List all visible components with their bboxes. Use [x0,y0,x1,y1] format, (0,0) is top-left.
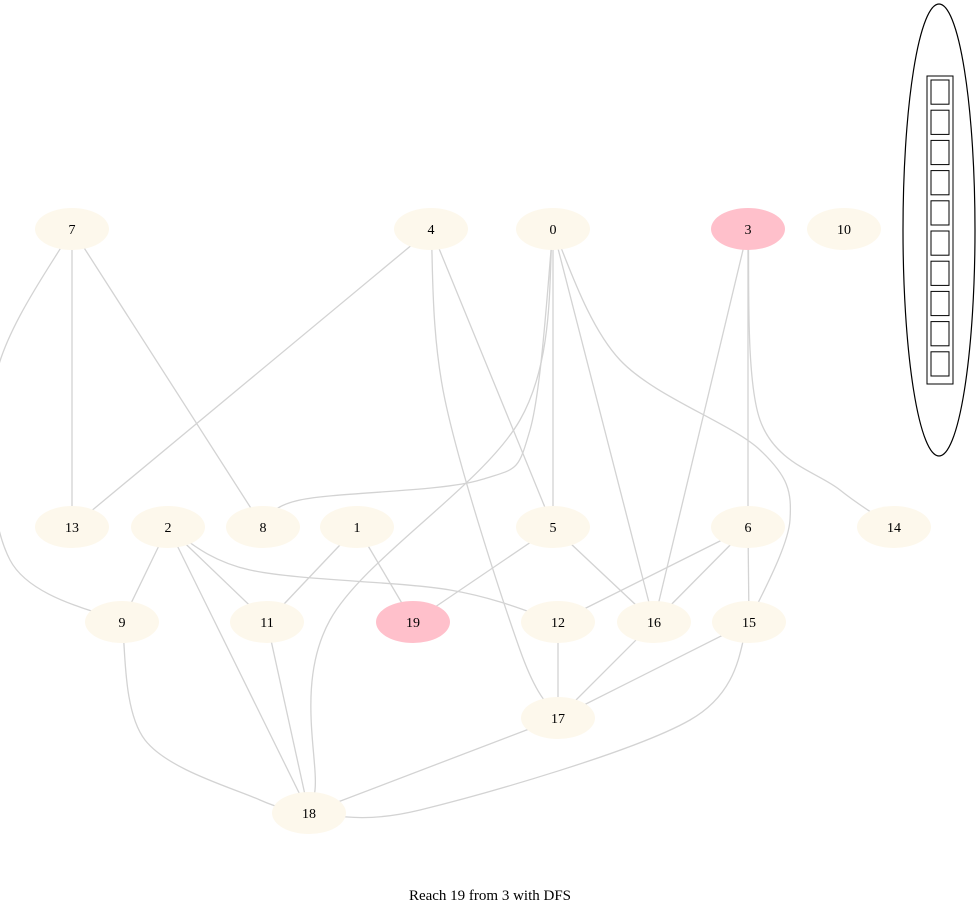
edge-9-18 [121,621,310,814]
node-10-shape [807,208,881,250]
node-4-label: 4 [428,223,435,238]
node-16[interactable]: 16 [617,601,691,643]
node-11[interactable]: 11 [230,601,304,643]
node-6[interactable]: 6 [711,506,785,548]
edge-7-8 [71,228,264,528]
node-16-shape [617,601,691,643]
edge-0-8 [262,228,554,528]
node-18[interactable]: 18 [272,792,346,834]
node-10[interactable]: 10 [807,208,881,250]
node-16-label: 16 [647,616,661,631]
node-2[interactable]: 2 [131,506,205,548]
node-6-label: 6 [745,521,752,536]
node-2-shape [131,506,205,548]
node-0-label: 0 [550,223,557,238]
node-5-shape [516,506,590,548]
edge-2-18 [167,526,310,814]
node-8-shape [226,506,300,548]
node-8-label: 8 [260,521,267,536]
edge-3-16 [653,228,749,623]
edge-7-9 [0,228,123,623]
stack-cell [930,290,950,317]
node-7-label: 7 [69,223,76,238]
stack-cell [930,200,950,226]
node-12-shape [521,601,595,643]
node-10-label: 10 [837,223,851,238]
node-2-label: 2 [165,521,172,536]
stack-cell [930,79,950,105]
edge-15-18 [308,621,750,819]
stack-cell [930,351,950,377]
edge-6-12 [557,526,749,623]
node-12-label: 12 [551,616,565,631]
node-14-shape [857,506,931,548]
stack-frame [926,75,954,385]
node-9-label: 9 [119,616,126,631]
stack-cell [930,321,950,347]
node-19-shape [376,601,450,643]
node-7-shape [35,208,109,250]
node-4-shape [394,208,468,250]
node-4[interactable]: 4 [394,208,468,250]
edge-4-13 [71,228,432,528]
node-11-shape [230,601,304,643]
node-19[interactable]: 19 [376,601,450,643]
node-3-label: 3 [745,223,752,238]
edge-4-5 [430,228,554,528]
node-17-label: 17 [551,712,565,727]
node-18-label: 18 [302,807,316,822]
node-14-label: 14 [887,521,901,536]
edge-4-17 [430,228,559,719]
node-18-shape [272,792,346,834]
node-11-label: 11 [260,616,273,631]
stack-cell [930,170,950,196]
edge-11-18 [266,621,310,814]
node-5[interactable]: 5 [516,506,590,548]
stack-cell [930,230,950,256]
node-9-shape [85,601,159,643]
node-3-shape [711,208,785,250]
node-15[interactable]: 15 [712,601,786,643]
node-12[interactable]: 12 [521,601,595,643]
node-19-label: 19 [406,616,420,631]
node-5-label: 5 [550,521,557,536]
node-17-shape [521,697,595,739]
stack-cell [930,260,950,286]
edge-0-18 [308,228,554,814]
edge-17-18 [308,717,559,814]
node-13-label: 13 [65,521,79,536]
node-17[interactable]: 17 [521,697,595,739]
graph-caption: Reach 19 from 3 with DFS [408,888,572,904]
dfs-stack [902,3,976,457]
node-1-label: 1 [354,521,361,536]
node-9[interactable]: 9 [85,601,159,643]
node-13-shape [35,506,109,548]
node-14[interactable]: 14 [857,506,931,548]
node-6-shape [711,506,785,548]
node-15-label: 15 [742,616,756,631]
stack-outline [902,3,976,457]
node-1-shape [320,506,394,548]
node-7[interactable]: 7 [35,208,109,250]
edge-0-16 [552,228,655,623]
stack-cell [930,109,950,135]
node-0[interactable]: 0 [516,208,590,250]
node-0-shape [516,208,590,250]
node-15-shape [712,601,786,643]
node-8[interactable]: 8 [226,506,300,548]
stack-cell [930,139,950,166]
node-13[interactable]: 13 [35,506,109,548]
node-3[interactable]: 3 [711,208,785,250]
node-1[interactable]: 1 [320,506,394,548]
edge-3-14 [747,228,895,528]
edge-15-17 [557,621,750,719]
edge-0-15 [552,228,792,623]
edge-2-12 [167,526,559,623]
